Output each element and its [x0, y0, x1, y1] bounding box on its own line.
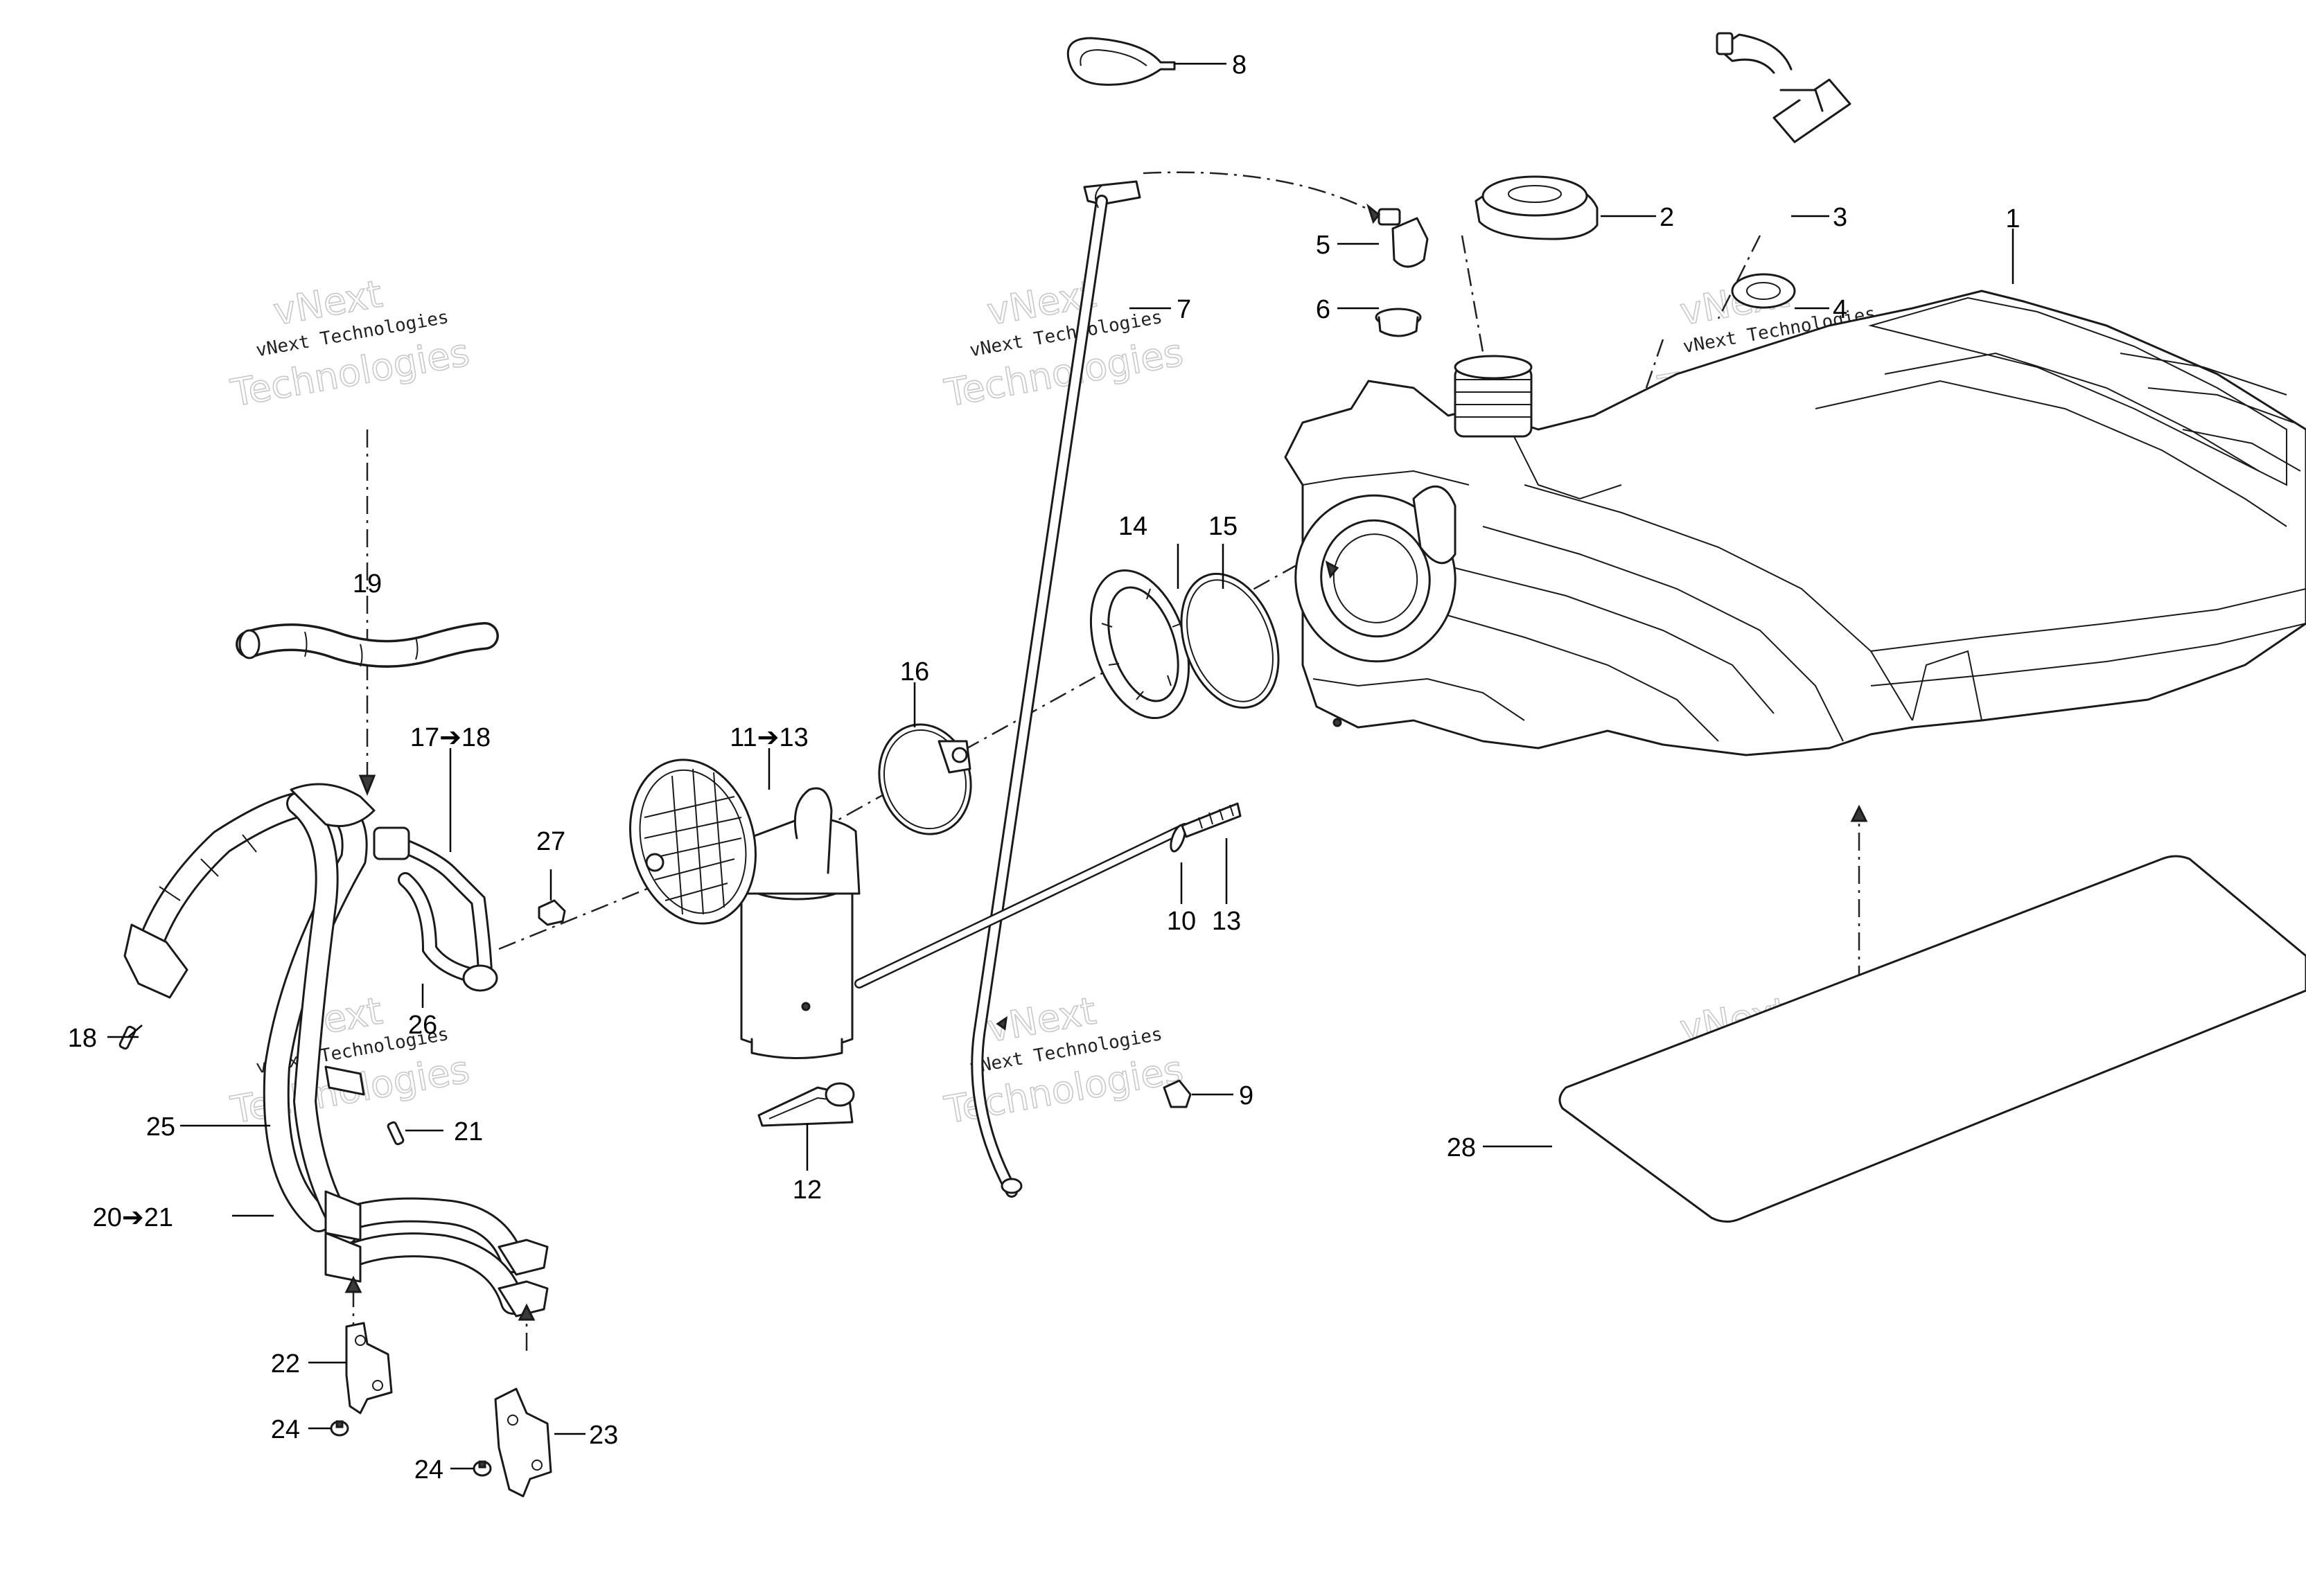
- callout-14: 14: [1118, 512, 1147, 541]
- callout-22: 22: [271, 1349, 300, 1378]
- callout-18: 18: [68, 1024, 97, 1053]
- callout-12: 12: [793, 1176, 822, 1205]
- bolt-24a: [330, 1420, 349, 1437]
- cap-27: [538, 899, 566, 926]
- outlet-hose: [854, 802, 1242, 988]
- main-hose-harness: [123, 783, 549, 1318]
- callout-3: 3: [1833, 203, 1847, 232]
- retaining-clip: [1163, 1079, 1192, 1108]
- o-ring: [1180, 572, 1280, 709]
- callout-25: 25: [146, 1112, 175, 1142]
- callout-9: 9: [1239, 1081, 1253, 1110]
- pickup-filter: [757, 1082, 855, 1127]
- callout-10: 10: [1167, 907, 1196, 936]
- fuel-tank: [1284, 290, 2306, 756]
- callout-labels: 1 2 3 4 5 6 7 8 9 10 11➔13 12 13 14 15 1…: [68, 51, 2021, 1484]
- callout-7: 7: [1177, 295, 1191, 324]
- hose-clip: [1066, 37, 1176, 86]
- callout-13: 13: [1212, 907, 1241, 936]
- watermark-1: vNext vNext Technologies Technologies: [227, 272, 473, 416]
- callout-2: 2: [1660, 203, 1674, 232]
- hose-clamp: [878, 723, 972, 835]
- callout-27: 27: [536, 827, 565, 856]
- callout-6: 6: [1316, 295, 1330, 324]
- tank-pad: [1558, 855, 2306, 1223]
- vent-hose: [971, 180, 1141, 1198]
- vent-grommet: [1375, 308, 1422, 337]
- watermark-5: vNext vNext Technologies Technologies: [941, 988, 1187, 1133]
- callout-15: 15: [1208, 512, 1238, 541]
- pin-21: [387, 1121, 405, 1146]
- callout-8: 8: [1232, 51, 1247, 80]
- bracket-22: [345, 1322, 393, 1415]
- callout-17: 17➔18: [410, 723, 491, 752]
- pump-opening: [1294, 494, 1456, 663]
- callout-24b: 24: [414, 1455, 443, 1484]
- fuel-pump: [629, 759, 861, 1059]
- callout-16: 16: [900, 657, 929, 686]
- bolt-24b: [473, 1460, 492, 1477]
- callout-23: 23: [589, 1421, 618, 1450]
- callout-4: 4: [1833, 295, 1847, 324]
- bracket-23: [494, 1387, 552, 1498]
- callout-19: 19: [353, 569, 382, 598]
- fuel-cap: [1475, 175, 1599, 240]
- callout-28: 28: [1447, 1133, 1476, 1162]
- callout-11: 11➔13: [730, 723, 809, 752]
- filler-neck: [1454, 355, 1533, 438]
- fuel-level-sender: [1716, 32, 1851, 309]
- callout-5: 5: [1316, 231, 1330, 260]
- lock-ring: [1089, 569, 1190, 720]
- watermark-2: vNext vNext Technologies Technologies: [941, 272, 1187, 416]
- watermark-4: vNext vNext Technologies Technologies: [227, 988, 473, 1133]
- callout-24a: 24: [271, 1415, 300, 1444]
- leader-lines: [107, 62, 2014, 1470]
- callout-20: 20➔21: [93, 1203, 173, 1232]
- vent-valve: [1378, 208, 1429, 268]
- callout-26: 26: [408, 1011, 437, 1040]
- assembly-arrows: [344, 203, 1868, 1321]
- pump-hose-assembly: [394, 837, 498, 992]
- callout-21: 21: [454, 1117, 483, 1146]
- hose-19: [236, 622, 499, 668]
- callout-1: 1: [2005, 204, 2020, 233]
